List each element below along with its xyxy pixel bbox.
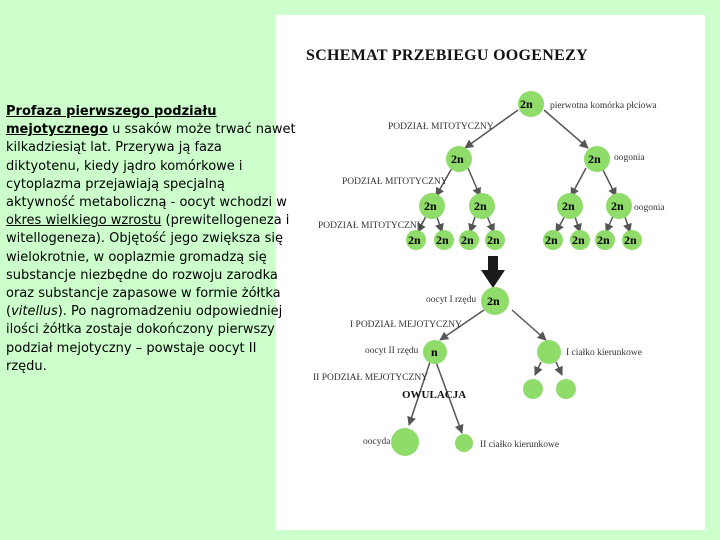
ploidy-label: 2n: [451, 152, 464, 166]
cell-oogonium: [434, 230, 454, 250]
label-oocyte-1: oocyt I rzędu: [426, 295, 476, 305]
division-lines: [407, 109, 632, 434]
text-part-3: ). Po nagromadzeniu odpowiedniej ilości …: [6, 304, 283, 374]
ploidy-label: 2n: [436, 233, 449, 247]
label-mitosis: PODZIAŁ MITOTYCZNY: [342, 177, 448, 187]
cell-oogonium: [406, 230, 426, 250]
cell-oogonium: [622, 230, 642, 250]
diagram-title: SCHEMAT PRZEBIEGU OOGENEZY: [306, 47, 588, 64]
ploidy-label: 2n: [588, 152, 601, 166]
label-primordial: pierwotna komórka płciowa: [550, 101, 657, 111]
vitellus-term: vitellus: [11, 304, 58, 320]
cell-oogonium: [459, 230, 479, 250]
cell-oogonium: [543, 230, 563, 250]
ploidy-label: 2n: [597, 233, 610, 247]
cell-oogonium: [557, 193, 583, 219]
cell-oocyte-1: [481, 287, 509, 315]
ploidy-label: 2n: [408, 233, 421, 247]
description-text: Profaza pierwszego podziału mejotycznego…: [6, 103, 296, 376]
label-mitosis: PODZIAŁ MITOTYCZNY: [318, 221, 424, 231]
cell-primordial: [518, 91, 544, 117]
cell-oogonium: [570, 230, 590, 250]
label-ovulation: OWULACJA: [402, 389, 466, 401]
cell-oogonium: [469, 193, 495, 219]
label-meiosis-2: II PODZIAŁ MEJOTYCZNY: [313, 373, 428, 383]
ploidy-label: 2n: [611, 199, 624, 213]
label-mitosis: PODZIAŁ MITOTYCZNY: [388, 122, 494, 132]
label-polar-body-2: II ciałko kierunkowe: [480, 440, 559, 450]
ploidy-label: 2n: [487, 294, 500, 308]
label-meiosis-1: I PODZIAŁ MEJOTYCZNY: [350, 320, 462, 330]
cell-egg: [391, 428, 419, 456]
stage-labels: pierwotna komórka płciowa PODZIAŁ MITOTY…: [313, 101, 665, 450]
cell-polar-body: [556, 379, 576, 399]
cell-polar-body: [523, 379, 543, 399]
cell-oogonium: [485, 230, 505, 250]
label-oocyte-2: oocyt II rzędu: [365, 346, 419, 356]
cell-oogonium: [419, 193, 445, 219]
text-part-1: u ssaków może trwać nawet kilkadziesiąt …: [6, 122, 296, 211]
ploidy-label: 2n: [562, 199, 575, 213]
cells: [391, 91, 642, 456]
ploidy-label: 2n: [572, 233, 585, 247]
ploidy-label: 2n: [520, 97, 533, 111]
label-oogonia: oogonia: [614, 153, 645, 163]
ploidy-label: 2n: [424, 199, 437, 213]
label-polar-body-1: I ciałko kierunkowe: [566, 348, 642, 358]
cell-polar-body-1: [537, 340, 561, 364]
ploidy-label: 2n: [545, 233, 558, 247]
cell-oogonium: [606, 193, 632, 219]
label-egg: oocyda: [363, 437, 391, 447]
growth-period-term: okres wielkiego wzrostu: [6, 213, 162, 229]
transition-arrow: [481, 256, 505, 288]
label-oogonia: oogonia: [634, 203, 665, 213]
cell-polar-body-2: [455, 434, 473, 452]
cell-oogonium: [446, 146, 472, 172]
text-part-2: (prewitellogeneza i witellogeneza). Obję…: [6, 213, 290, 320]
cell-oogonium: [595, 230, 615, 250]
cell-oocyte-2: [423, 340, 447, 364]
ploidy-labels: 2n 2n 2n 2n 2n 2n 2n 2n 2n 2n 2n 2n 2n 2…: [408, 97, 637, 359]
ploidy-label: 2n: [487, 233, 500, 247]
cell-oogonium: [584, 146, 610, 172]
ploidy-label: n: [431, 345, 438, 359]
prophase-heading: Profaza pierwszego podziału mejotycznego: [6, 104, 217, 138]
ploidy-label: 2n: [474, 199, 487, 213]
ploidy-label: 2n: [461, 233, 474, 247]
ploidy-label: 2n: [624, 233, 637, 247]
